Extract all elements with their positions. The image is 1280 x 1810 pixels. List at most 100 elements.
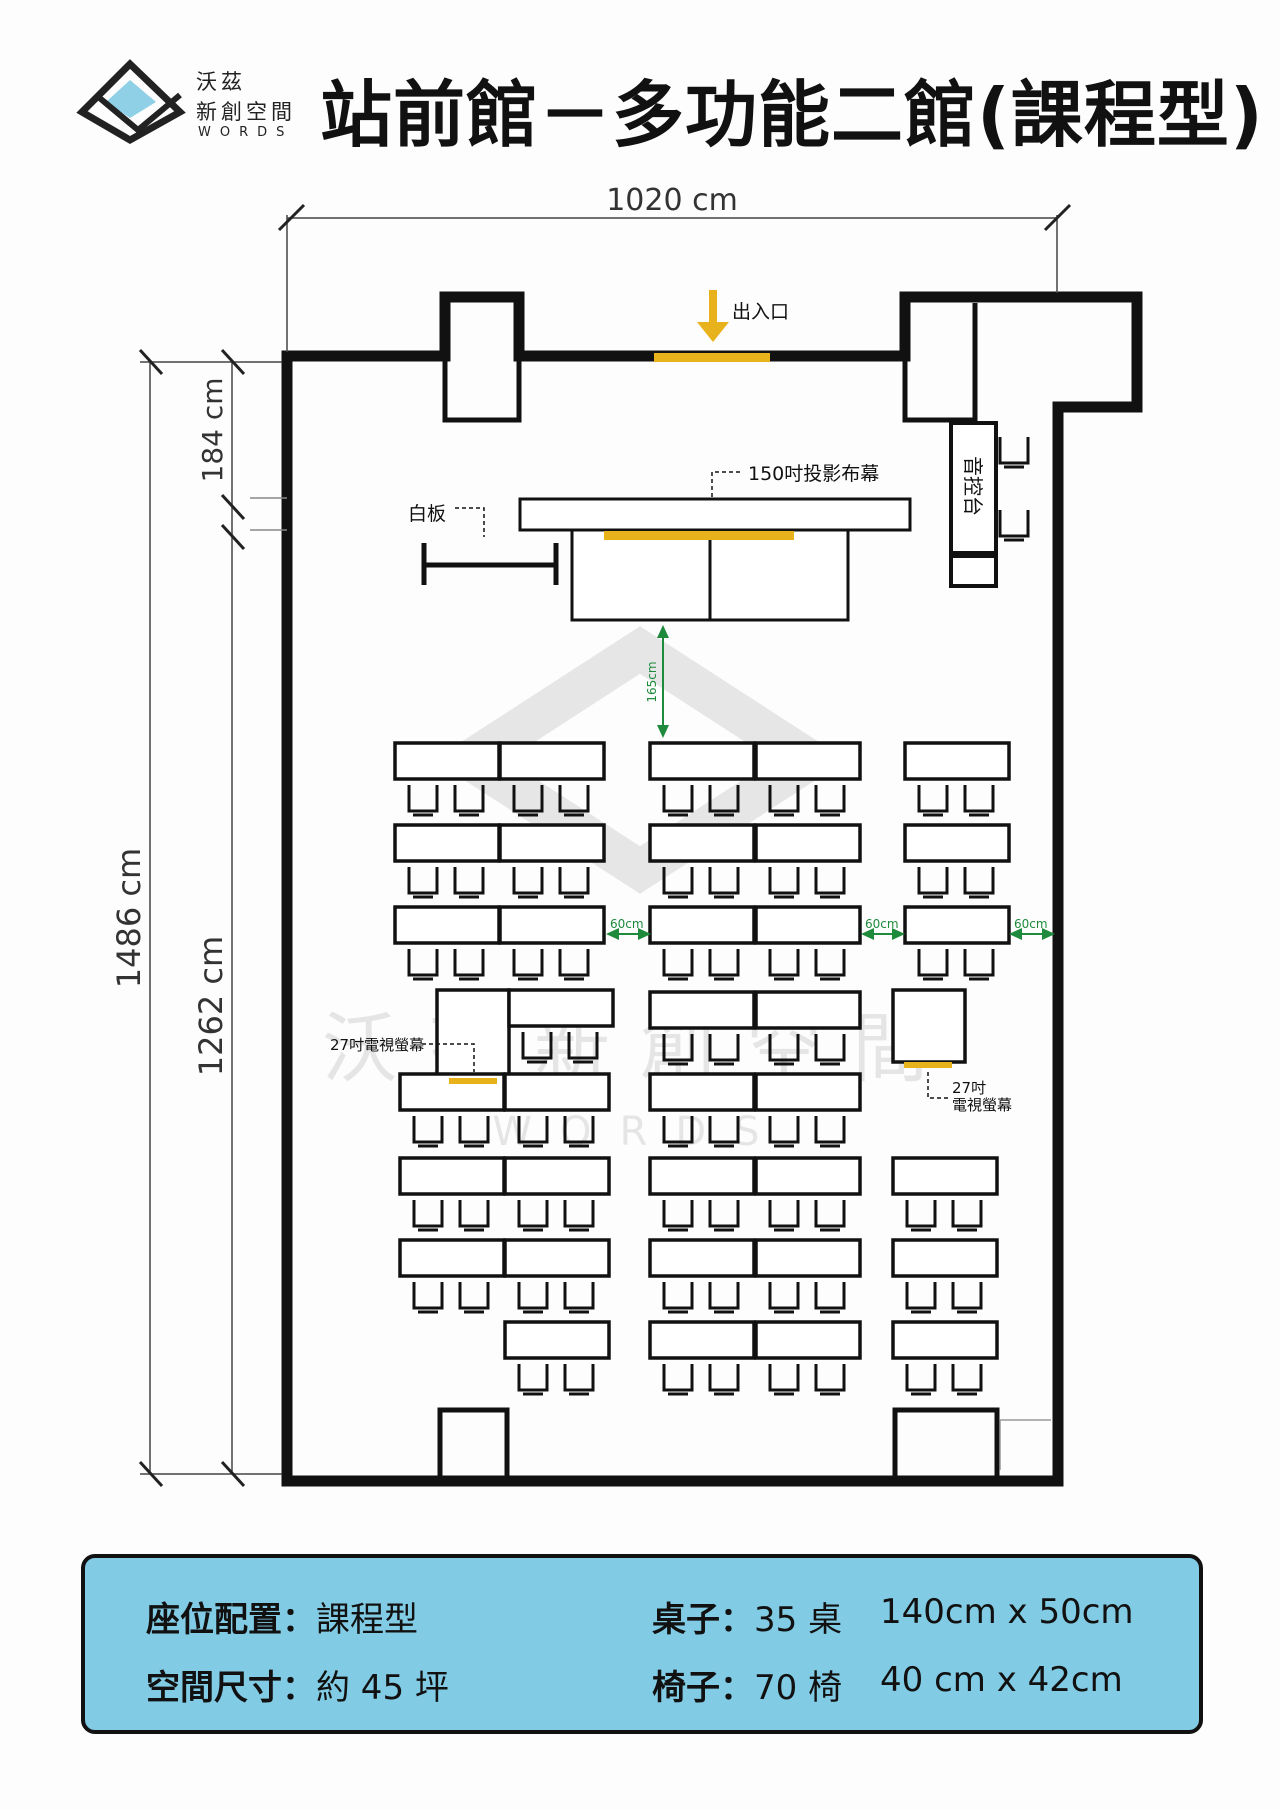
chairs-label: 椅子： [652, 1668, 754, 1708]
desk [648, 1238, 756, 1278]
tables-size: 140cm x 50cm [880, 1592, 1134, 1632]
desk [903, 741, 1011, 781]
info-panel [81, 1554, 1203, 1734]
chairs-value: 70 椅 [754, 1668, 843, 1708]
chair-icon [412, 1282, 444, 1314]
chairs-info: 椅子：70 椅 [652, 1660, 842, 1709]
stage [518, 497, 912, 622]
desk [393, 823, 501, 863]
chair-icon [708, 1282, 740, 1314]
chair-icon [768, 1034, 800, 1066]
size-value: 約 45 坪 [316, 1668, 449, 1708]
desk [903, 905, 1011, 945]
chair-icon [453, 867, 485, 899]
desk [648, 905, 756, 945]
desk [648, 1156, 756, 1196]
chair-icon [563, 1116, 595, 1148]
chair-icon [998, 510, 1030, 542]
entrance-door [654, 353, 770, 362]
aisle-gap-label-1: 60cm [610, 917, 644, 931]
chair-icon [814, 1200, 846, 1232]
desk [754, 905, 862, 945]
tv-right-label-1: 27吋 [952, 1079, 986, 1097]
depth-total-dimension: 1486 cm [110, 848, 148, 988]
chair-icon [458, 1200, 490, 1232]
desk [507, 988, 615, 1028]
chair-icon [567, 1032, 599, 1064]
stage-gap-label: 165cm [645, 661, 659, 702]
chair-icon [708, 949, 740, 981]
chair-icon [708, 867, 740, 899]
aisle-gap-label-2: 60cm [865, 917, 899, 931]
chair-icon [768, 867, 800, 899]
chair-icon [917, 785, 949, 817]
desk [754, 1238, 862, 1278]
chair-icon [917, 867, 949, 899]
chair-icon [662, 785, 694, 817]
chair-icon [662, 1116, 694, 1148]
chair-icon [905, 1282, 937, 1314]
tv-right [904, 1062, 952, 1068]
chair-icon [814, 949, 846, 981]
chair-icon [905, 1364, 937, 1396]
chair-icon [814, 1116, 846, 1148]
control-desk [949, 421, 998, 588]
whiteboard [421, 543, 559, 585]
chair-icon [708, 1200, 740, 1232]
desk [503, 1238, 611, 1278]
chair-icon [708, 1116, 740, 1148]
width-dimension: 1020 cm [606, 183, 738, 218]
desk [398, 1156, 506, 1196]
control-desk-label: 音控台 [961, 456, 985, 516]
chair-icon [563, 1200, 595, 1232]
whiteboard-label: 白板 [408, 503, 446, 525]
chair-icon [963, 867, 995, 899]
chair-icon [558, 785, 590, 817]
desk [648, 823, 756, 863]
chair-icon [963, 785, 995, 817]
desk [648, 741, 756, 781]
chair-icon [768, 1116, 800, 1148]
chair-icon [662, 1364, 694, 1396]
chair-icon [814, 867, 846, 899]
chair-icon [768, 1282, 800, 1314]
desk [754, 990, 862, 1030]
chair-icon [517, 1200, 549, 1232]
brand-name-en: WORDS [198, 125, 294, 140]
brand-name-line2: 新創空間 [196, 100, 296, 124]
chair-icon [662, 1200, 694, 1232]
layout-label: 座位配置： [146, 1600, 316, 1640]
chair-icon [917, 949, 949, 981]
chair-icon [951, 1364, 983, 1396]
projector-screen [604, 531, 794, 540]
chair-icon [563, 1282, 595, 1314]
chair-icon [708, 1034, 740, 1066]
chair-icon [768, 1200, 800, 1232]
chair-icon [814, 1282, 846, 1314]
desk [754, 823, 862, 863]
size-info: 空間尺寸：約 45 坪 [146, 1660, 449, 1709]
chair-icon [708, 785, 740, 817]
chair-icon [814, 785, 846, 817]
chair-icon [662, 867, 694, 899]
tables-label: 桌子： [652, 1600, 754, 1640]
chair-icon [662, 949, 694, 981]
chair-icon [768, 949, 800, 981]
tables-value: 35 桌 [754, 1600, 843, 1640]
chair-icon [814, 1364, 846, 1396]
size-label: 空間尺寸： [146, 1668, 316, 1708]
desk [754, 1156, 862, 1196]
overall-dimensions [138, 203, 1072, 1488]
desk [891, 1238, 999, 1278]
tables-info: 桌子：35 桌 [652, 1592, 842, 1641]
chair-icon [512, 867, 544, 899]
tv-left-label: 27吋電視螢幕 [330, 1036, 424, 1054]
chair-icon [407, 949, 439, 981]
chair-icon [412, 1116, 444, 1148]
chair-icon [998, 437, 1030, 469]
desk [498, 823, 606, 863]
desk [754, 741, 862, 781]
aisle-gap-label-3: 60cm [1014, 917, 1048, 931]
brand-name-line1: 沃茲 [196, 70, 246, 94]
